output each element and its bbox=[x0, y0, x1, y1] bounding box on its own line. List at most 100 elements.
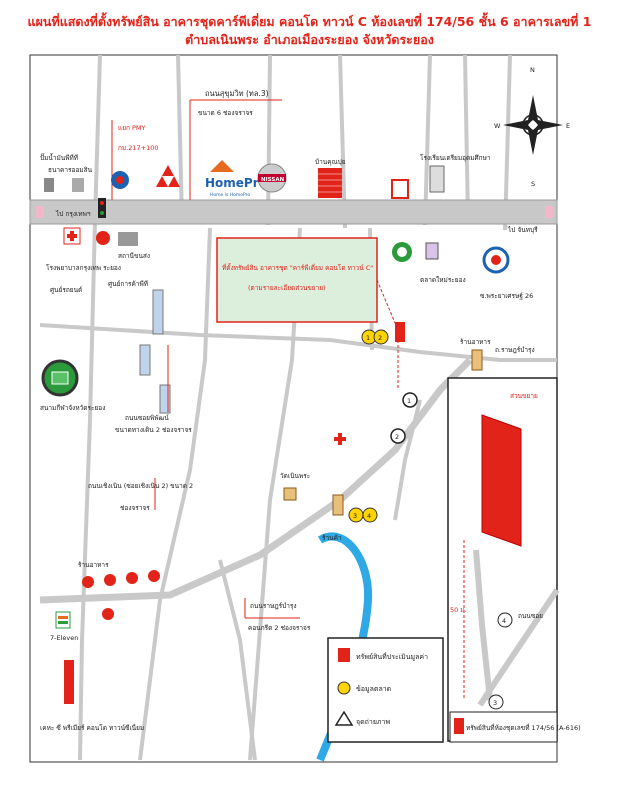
shop-b-icon bbox=[471, 349, 483, 371]
leaf-icon bbox=[392, 242, 412, 262]
property-callout bbox=[216, 237, 378, 323]
local-roads bbox=[39, 54, 557, 761]
landmark-marker-3-label: 3 bbox=[353, 512, 357, 520]
callout-line1: ที่ตั้งทรัพย์สิน อาคารชุด "คาร์พีเดี่ยม … bbox=[222, 263, 373, 272]
to-bangkok-label: ไป กรุงเทพฯ bbox=[55, 210, 91, 218]
landmark-marker-4 bbox=[362, 507, 378, 523]
seven-label: 7-Eleven bbox=[50, 634, 78, 642]
distance-label: 50 ม. bbox=[450, 606, 467, 614]
road-bottom-sub: คอนกรีต 2 ช่องจราจร bbox=[248, 624, 311, 632]
road-bottom-label: ถนนราษฎร์บำรุง bbox=[250, 602, 297, 610]
shop-icon bbox=[72, 178, 84, 192]
mitsubishi-icon bbox=[156, 165, 180, 187]
homepro-icon: HomePro Home is HomePro bbox=[205, 160, 267, 198]
shop-a-label: ร้านค้า bbox=[322, 534, 342, 542]
svg-text:4: 4 bbox=[502, 617, 506, 625]
property-marker bbox=[395, 322, 405, 342]
homepro-label: HomePro bbox=[205, 176, 267, 190]
kiosk-icon bbox=[425, 242, 439, 260]
shop-building-icon bbox=[332, 494, 344, 516]
landmark-marker-4-label: 4 bbox=[367, 512, 371, 520]
legend-landmark-label: ข้อมูลตลาด bbox=[356, 685, 391, 693]
gas-station-icon bbox=[482, 246, 510, 274]
stadium-icon bbox=[41, 359, 79, 397]
svg-text:2: 2 bbox=[395, 433, 399, 441]
landmark-marker-2 bbox=[373, 329, 389, 345]
compass-icon bbox=[503, 95, 563, 155]
map-title-line2: ตำบลเนินพระ อำเภอเมืองระยอง จังหวัดระยอง bbox=[185, 32, 434, 47]
inset-title: ส่วนขยาย bbox=[510, 392, 538, 400]
sukhumvit-sub-label: ขนาด 6 ช่องจราจร bbox=[198, 109, 253, 117]
nissan-label: NISSAN bbox=[261, 177, 285, 183]
nissan-icon: NISSAN bbox=[257, 163, 287, 193]
school-label: โรงเรียนเตรียมอุดมศึกษา bbox=[420, 154, 491, 162]
inset-photo-point-3: 3 bbox=[488, 694, 504, 710]
restaurant-label: ร้านอาหาร bbox=[78, 561, 109, 569]
traffic-light-icon bbox=[98, 198, 106, 218]
restaurant-icons bbox=[82, 570, 160, 588]
compass-s: S bbox=[531, 180, 535, 188]
landmark-marker-1-label: 1 bbox=[366, 334, 370, 342]
soi-left-sub: ขนาดทางเดิน 2 ช่องจราจร bbox=[115, 426, 192, 434]
soi-left-label: ถนนซอยพิพัฒน์ bbox=[125, 414, 169, 422]
hotel-building-icon bbox=[318, 168, 342, 198]
bank-label: ธนาคารออมสิน bbox=[48, 166, 93, 174]
legend-photo-icon bbox=[334, 710, 354, 726]
gas-label: ปั๊มน้ำมันพีทีที bbox=[40, 153, 78, 162]
km-label: กม.217+100 bbox=[118, 144, 159, 152]
road-mid-label: ถนนเชิงเนิน (ซอยเชิงเนิน 2) ขนาด 2 bbox=[88, 482, 193, 490]
compass-e: E bbox=[566, 122, 570, 130]
road-mid-sub: ช่องจราจร bbox=[120, 504, 150, 512]
shop-b-label: ร้านอาหาร bbox=[460, 338, 491, 346]
to-chanthaburi-label: ไป จันทบุรี bbox=[507, 226, 538, 234]
map-title-line1: แผนที่แสดงที่ตั้งทรัพย์สิน อาคารชุดคาร์พ… bbox=[27, 14, 592, 29]
bus-label: สถานีขนส่ง bbox=[118, 252, 150, 260]
svg-text:1: 1 bbox=[407, 397, 411, 405]
compass-w: W bbox=[494, 122, 501, 130]
sukhumvit-label: ถนนสุขุมวิท (ทล.3) bbox=[205, 89, 269, 98]
building-red-icon bbox=[64, 660, 74, 704]
legend-photo-label: จุดถ่ายภาพ bbox=[356, 718, 390, 726]
legend-property-icon bbox=[338, 648, 350, 662]
car-center-label: ศูนย์รถยนต์ bbox=[50, 286, 82, 294]
sport-label: สนามกีฬาจังหวัดระยอง bbox=[40, 404, 105, 412]
bus-icon bbox=[118, 232, 138, 246]
honda-icon bbox=[96, 231, 110, 245]
market-icon bbox=[391, 179, 409, 199]
bottom-legend-label: ทรัพย์สินที่ห้องชุดเลขที่ 174/56 (A-616) bbox=[466, 723, 581, 732]
seven-eleven-icon bbox=[55, 611, 71, 629]
soi-2-label: ซ.พระยาเศรษฐ์ 26 bbox=[480, 292, 533, 300]
hospital-icon-2 bbox=[334, 433, 346, 445]
landmark-marker-2-label: 2 bbox=[378, 334, 382, 342]
tower-icon-3 bbox=[159, 384, 171, 414]
inset-property-plot bbox=[481, 414, 522, 547]
bottom-left-label: เคหะ ซี พรีเมียร์ คอนโด ทาวน์ซีเนี่ยม bbox=[40, 723, 144, 732]
ptt-gas-icon bbox=[111, 171, 129, 189]
tower-icon bbox=[152, 289, 164, 335]
highway-end-left bbox=[36, 206, 44, 218]
temple-label: วัดเนินพระ bbox=[280, 472, 310, 480]
shop-icon-2 bbox=[102, 608, 114, 620]
hospital-icon bbox=[63, 227, 81, 245]
inset-road-2 bbox=[477, 588, 560, 707]
bottom-legend bbox=[449, 711, 558, 743]
hospital-label: โรงพยาบาลกรุงเทพ ระยอง bbox=[46, 264, 121, 272]
legend-property-label: ทรัพย์สินที่ประเมินมูลค่า bbox=[356, 652, 428, 661]
inset-road bbox=[473, 549, 493, 701]
hotel-label: บ้านคุณปุย bbox=[315, 158, 346, 166]
condo-label: ศูนย์การค้าพีที bbox=[108, 280, 148, 288]
school-icon bbox=[429, 165, 445, 193]
compass-n: N bbox=[530, 66, 535, 74]
pmy-label: แยก PMY bbox=[118, 124, 146, 132]
market-label: ตลาดใหม่ระยอง bbox=[420, 276, 466, 284]
homepro-tag: Home is HomePro bbox=[210, 192, 250, 198]
bank-icon bbox=[44, 178, 54, 192]
tower-icon-2 bbox=[139, 344, 151, 376]
callout-line2: (ตามรายละเอียดส่วนขยาย) bbox=[248, 284, 326, 292]
svg-text:3: 3 bbox=[493, 699, 497, 707]
temple-icon bbox=[283, 487, 297, 501]
rajburi-label: ถ.ราษฎร์บำรุง bbox=[495, 346, 535, 354]
photo-point-2: 2 bbox=[390, 428, 406, 444]
photo-point-1: 1 bbox=[402, 392, 418, 408]
